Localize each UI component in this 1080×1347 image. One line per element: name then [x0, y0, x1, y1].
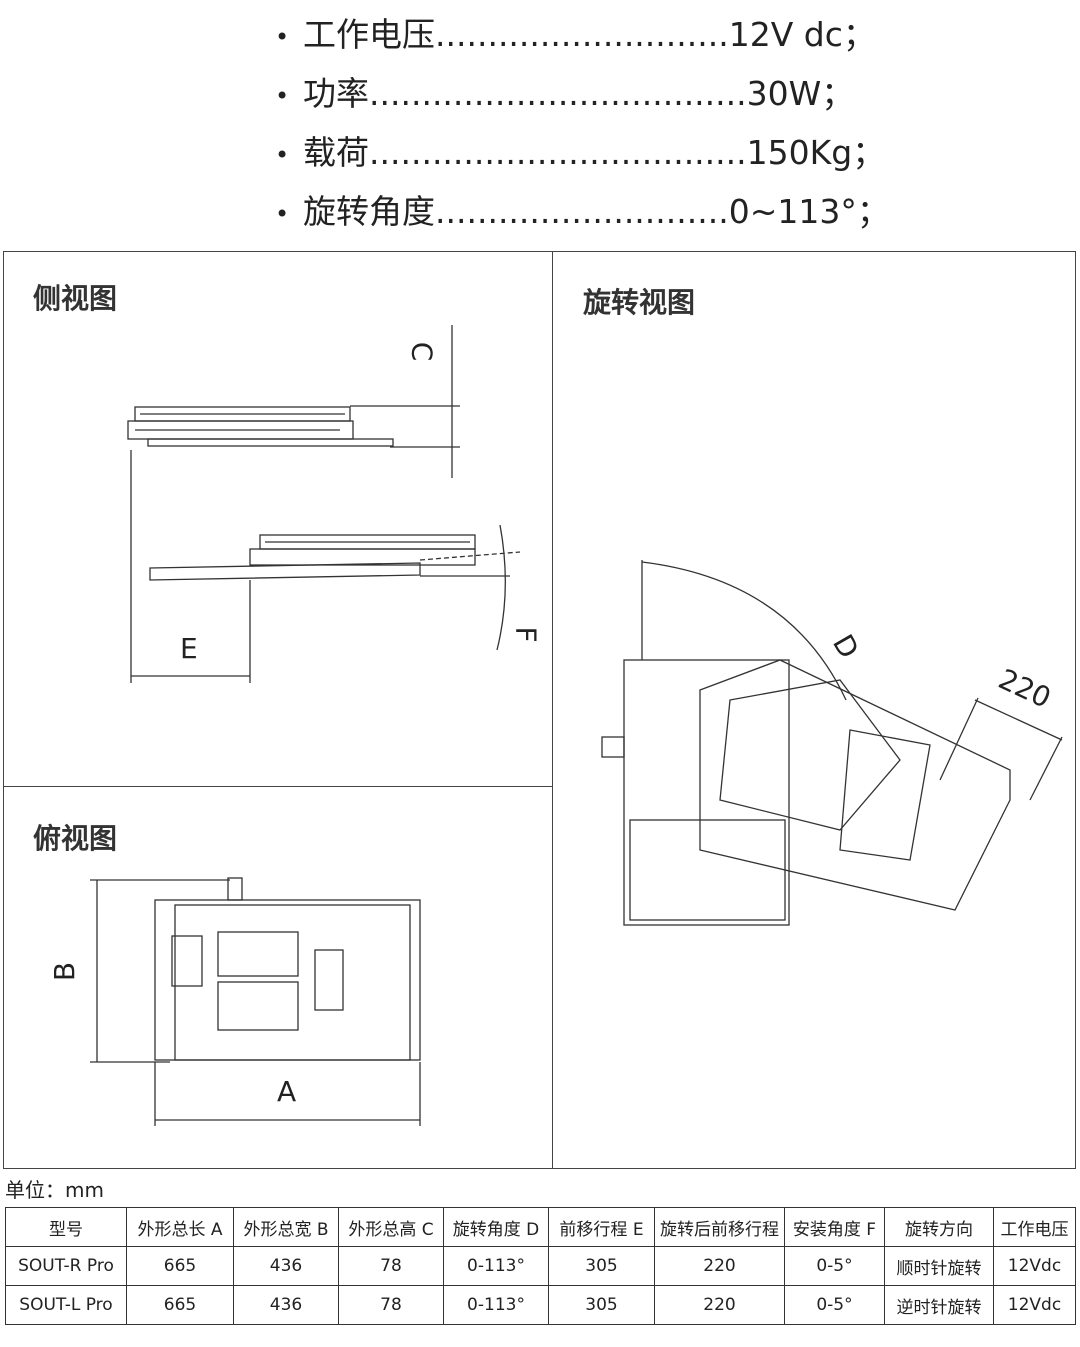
spec-voltage: •工作电压............................12V dc；: [275, 15, 876, 54]
header-cell: 工作电压: [993, 1207, 1076, 1247]
dim-label-c: C: [405, 341, 439, 362]
side-view-title: 侧视图: [33, 282, 118, 315]
cell: 0-113°: [443, 1285, 549, 1325]
dim-label-a: A: [277, 1075, 297, 1108]
cell: 220: [654, 1246, 785, 1286]
header-cell: 旋转角度 D: [443, 1207, 549, 1247]
header-cell: 前移行程 E: [548, 1207, 655, 1247]
spec-load: •载荷....................................1…: [275, 133, 886, 172]
top-view-title: 俯视图: [33, 822, 118, 855]
spec-table: 型号 外形总长 A 外形总宽 B 外形总高 C 旋转角度 D 前移行程 E 旋转…: [5, 1207, 1076, 1325]
cell: SOUT-R Pro: [5, 1246, 127, 1286]
cell: 0-5°: [784, 1285, 885, 1325]
header-cell: 旋转后前移行程: [654, 1207, 785, 1247]
rotate-view-panel: [552, 251, 1076, 1169]
cell: 逆时针旋转: [884, 1285, 994, 1325]
header-cell: 旋转方向: [884, 1207, 994, 1247]
side-view-retracted: [127, 406, 394, 447]
rotate-view-title: 旋转视图: [583, 286, 696, 319]
header-cell: 安装角度 F: [784, 1207, 885, 1247]
header-cell: 外形总高 C: [338, 1207, 444, 1247]
cell: 12Vdc: [993, 1285, 1076, 1325]
cell: 436: [233, 1246, 339, 1286]
dim-label-b: B: [48, 961, 82, 982]
cell: 305: [548, 1246, 655, 1286]
cell: 220: [654, 1285, 785, 1325]
header-cell: 外形总长 A: [126, 1207, 234, 1247]
spec-power: •功率....................................3…: [275, 74, 855, 113]
cell: 436: [233, 1285, 339, 1325]
cell: SOUT-L Pro: [5, 1285, 127, 1325]
cell: 12Vdc: [993, 1246, 1076, 1286]
cell: 305: [548, 1285, 655, 1325]
side-view-extended: [149, 534, 476, 581]
spec-angle: •旋转角度............................0~113°；: [275, 192, 890, 231]
cell: 0-113°: [443, 1246, 549, 1286]
cell: 顺时针旋转: [884, 1246, 994, 1286]
cell: 78: [338, 1246, 444, 1286]
cell: 0-5°: [784, 1246, 885, 1286]
header-cell: 型号: [5, 1207, 127, 1247]
table-header-row: 型号 外形总长 A 外形总宽 B 外形总高 C 旋转角度 D 前移行程 E 旋转…: [5, 1207, 1076, 1247]
dim-label-e: E: [180, 632, 198, 665]
cell: 665: [126, 1285, 234, 1325]
rotate-view-drawing: [601, 659, 1011, 926]
unit-label: 单位：mm: [5, 1178, 104, 1202]
header-cell: 外形总宽 B: [233, 1207, 339, 1247]
cell: 665: [126, 1246, 234, 1286]
dim-label-f: F: [509, 626, 543, 643]
cell: 78: [338, 1285, 444, 1325]
top-view-drawing: [154, 877, 421, 1061]
